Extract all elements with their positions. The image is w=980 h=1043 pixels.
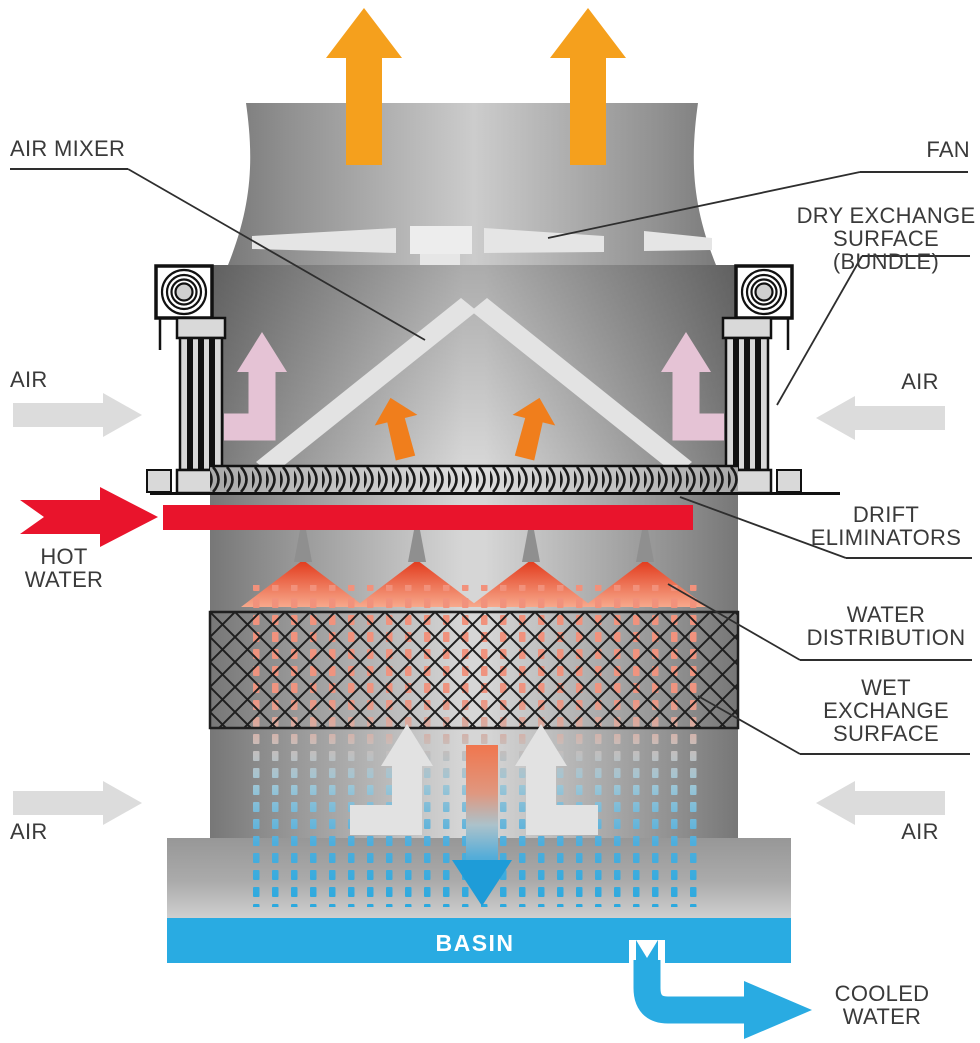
mixing-air-arrow-icons xyxy=(374,397,556,461)
label-air-upper-left: AIR xyxy=(10,367,48,392)
label-wet-exchange-surface: WET EXCHANGE SURFACE xyxy=(823,675,949,746)
label-drift-eliminators: DRIFT ELIMINATORS xyxy=(810,502,962,550)
wet-fill-band xyxy=(208,610,740,730)
fan-stack xyxy=(228,103,716,266)
label-cooled-water: COOLED WATER xyxy=(834,981,930,1029)
label-hot-water: HOT WATER xyxy=(24,544,104,592)
basin xyxy=(167,918,791,963)
updraft-arrow-icons xyxy=(350,724,598,835)
drift-eliminators-band xyxy=(150,464,840,495)
label-basin: BASIN xyxy=(435,930,515,956)
water-distribution-pipe xyxy=(163,505,693,530)
label-air-lower-left: AIR xyxy=(10,819,48,844)
exhaust-air-arrow-icons xyxy=(326,8,626,165)
fan-icon xyxy=(252,226,712,266)
dry-bundle-right xyxy=(721,264,802,495)
label-air-mixer: AIR MIXER xyxy=(10,136,126,161)
plume-arrow-icons xyxy=(224,332,724,441)
label-air-lower-right: AIR xyxy=(901,819,939,844)
air-inlet-arrow-icons xyxy=(13,393,945,825)
air-mixer-blades xyxy=(256,298,692,475)
dry-bundle-left xyxy=(146,264,227,495)
label-air-upper-right: AIR xyxy=(901,369,939,394)
cooled-water-pipe-arrow xyxy=(629,940,812,1039)
label-fan: FAN xyxy=(926,137,970,162)
label-water-distribution: WATER DISTRIBUTION xyxy=(806,602,966,650)
cooling-gradient-arrow-icon xyxy=(452,745,512,906)
label-dry-exchange-surface: DRY EXCHANGE SURFACE (BUNDLE) xyxy=(796,203,976,274)
leader-lines xyxy=(10,168,972,755)
hot-water-arrow-icon xyxy=(20,487,158,547)
